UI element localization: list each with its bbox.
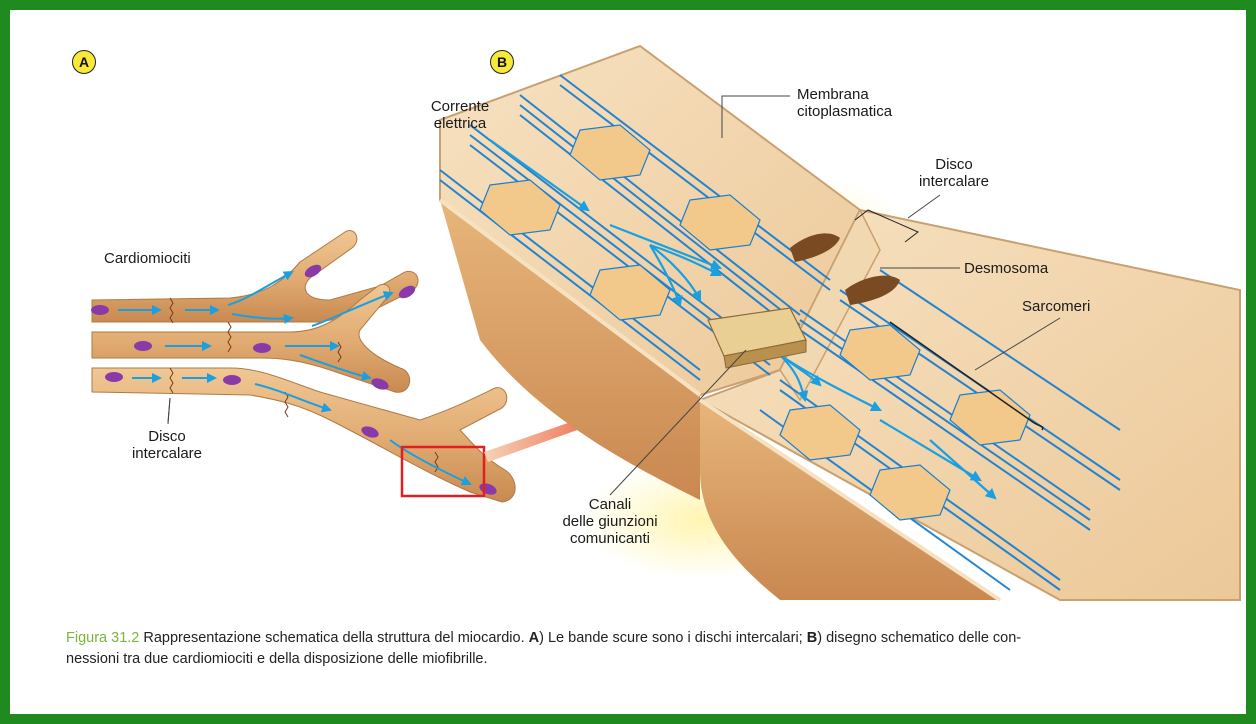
- label-desmosoma: Desmosoma: [964, 260, 1048, 277]
- label-sarcomeri: Sarcomeri: [1022, 298, 1090, 315]
- label-disco-intercalare-b: Disco intercalare: [912, 156, 996, 190]
- label-membrana-citoplasmatica: Membrana citoplasmatica: [797, 86, 892, 120]
- panel-b-badge: B: [490, 50, 514, 74]
- label-corrente-line1: Corrente: [420, 98, 500, 115]
- label-corrente-elettrica: Corrente elettrica: [420, 98, 500, 132]
- label-canali-line1: Canali: [550, 496, 670, 513]
- caption-text-3: ) disegno schematico delle con-: [817, 630, 1021, 646]
- label-canali-giunzioni: Canali delle giunzioni comunicanti: [550, 496, 670, 547]
- caption-b-ref: B: [807, 630, 817, 646]
- label-cardiomiociti: Cardiomiociti: [104, 250, 191, 267]
- label-canali-line2: delle giunzioni: [550, 513, 670, 530]
- label-disco-b-line2: intercalare: [912, 173, 996, 190]
- caption-text-4: nessioni tra due cardiomiociti e della d…: [66, 651, 488, 667]
- figure-number: Figura 31.2: [66, 630, 139, 646]
- label-corrente-line2: elettrica: [420, 115, 500, 132]
- label-disco-b-line1: Disco: [912, 156, 996, 173]
- label-disco-a-line2: intercalare: [122, 445, 212, 462]
- label-disco-a-line1: Disco: [122, 428, 212, 445]
- panel-a-badge: A: [72, 50, 96, 74]
- caption-a-ref: A: [529, 630, 539, 646]
- caption-text-2: ) Le bande scure sono i dischi intercala…: [539, 630, 807, 646]
- label-membrana-line2: citoplasmatica: [797, 103, 892, 120]
- figure-caption: Figura 31.2 Rappresentazione schematica …: [66, 628, 1226, 670]
- label-canali-line3: comunicanti: [550, 530, 670, 547]
- label-membrana-line1: Membrana: [797, 86, 892, 103]
- caption-text-1: Rappresentazione schematica della strutt…: [139, 630, 528, 646]
- label-disco-intercalare-a: Disco intercalare: [122, 428, 212, 462]
